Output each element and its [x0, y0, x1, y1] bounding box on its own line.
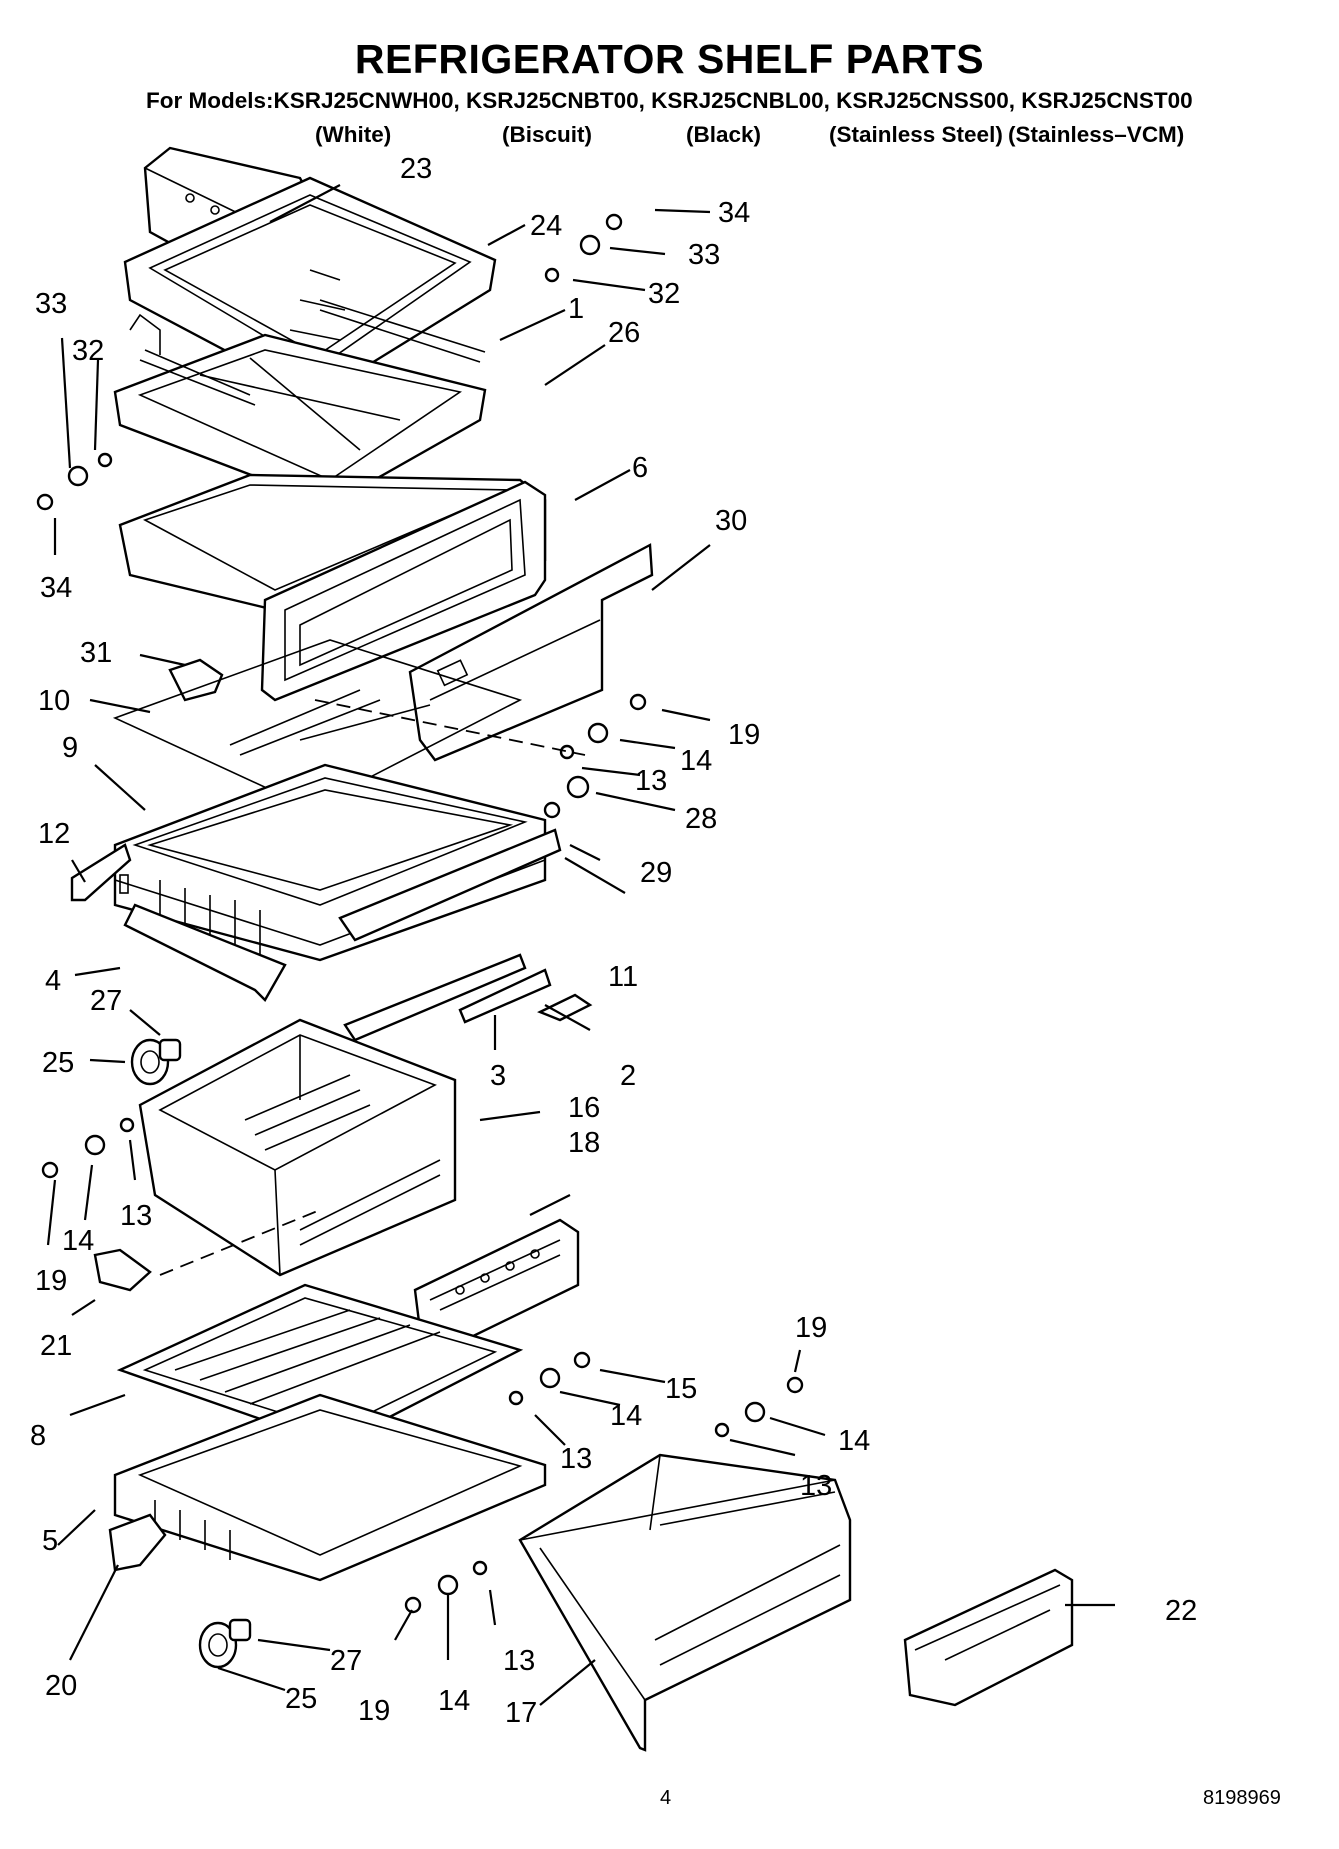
- part-label: 13: [120, 1200, 152, 1232]
- part-label: 11: [608, 961, 638, 993]
- part-label: 33: [35, 288, 67, 320]
- part-label: 13: [503, 1645, 535, 1677]
- part-label: 34: [718, 197, 750, 229]
- part-label: 4: [45, 965, 61, 997]
- hardware-fasteners: [36, 213, 804, 1614]
- part-label: 33: [688, 239, 720, 271]
- leader-lines: [46, 184, 1115, 1706]
- part-label: 17: [505, 1697, 537, 1729]
- part-labels: 23 24 34 33 32 1 26 33 32 6 30 34 31 10 …: [30, 153, 1197, 1729]
- part-label: 32: [72, 335, 104, 367]
- rail-lower-11: [343, 953, 527, 1042]
- part-label: 30: [715, 505, 747, 537]
- part-label: 8: [30, 1420, 46, 1452]
- crisper-drawer: [138, 1018, 457, 1277]
- part-label: 25: [42, 1047, 74, 1079]
- part-label: 2: [620, 1060, 636, 1092]
- part-label: 23: [400, 153, 432, 185]
- variant-biscuit: (Biscuit): [502, 122, 592, 147]
- part-label: 25: [285, 1683, 317, 1715]
- part-label: 32: [648, 278, 680, 310]
- part-label: 29: [640, 857, 672, 889]
- part-label: 10: [38, 685, 70, 717]
- part-label: 14: [680, 745, 712, 777]
- part-label: 19: [795, 1312, 827, 1344]
- variant-black: (Black): [686, 122, 762, 147]
- part-label: 21: [40, 1330, 72, 1362]
- part-label: 13: [635, 765, 667, 797]
- variant-white: (White): [315, 122, 392, 147]
- bracket-21: [93, 1248, 152, 1292]
- part-label: 16: [568, 1092, 600, 1124]
- alignment-line: [159, 1209, 321, 1276]
- part-label: 15: [665, 1373, 697, 1405]
- part-2: [537, 993, 593, 1022]
- end-cap-20: [108, 1513, 167, 1572]
- model-list: For Models:KSRJ25CNWH00, KSRJ25CNBT00, K…: [146, 88, 1193, 113]
- part-label: 19: [358, 1695, 390, 1727]
- part-label: 22: [1165, 1595, 1197, 1627]
- part-label: 14: [610, 1400, 642, 1432]
- part-label: 6: [632, 452, 648, 484]
- lower-drawer-front: [903, 1568, 1074, 1707]
- part-label: 12: [38, 818, 70, 850]
- deli-drawer: [118, 473, 547, 702]
- roller-lower: [198, 1618, 252, 1669]
- variant-stainless-vcm: (Stainless–VCM): [1008, 122, 1185, 147]
- part-label: 28: [685, 803, 717, 835]
- page-number: 4: [660, 1787, 672, 1809]
- part-label: 19: [35, 1265, 67, 1297]
- part-label: 18: [568, 1127, 600, 1159]
- part-label: 14: [62, 1225, 94, 1257]
- part-label: 13: [560, 1443, 592, 1475]
- roller-upper: [130, 1038, 182, 1086]
- slide-rail-left: [70, 843, 132, 902]
- top-shelf-frame: [123, 176, 497, 400]
- part-label: 27: [330, 1645, 362, 1677]
- part-label: 26: [608, 317, 640, 349]
- lower-drawer: [518, 1453, 852, 1752]
- crisper-drawer-front: [413, 1218, 580, 1342]
- part-label: 27: [90, 985, 122, 1017]
- clip-part: [168, 658, 224, 702]
- document-number: 8198969: [1203, 1787, 1281, 1809]
- part-label: 1: [568, 293, 584, 325]
- part-label: 19: [728, 719, 760, 751]
- alignment-line: [314, 699, 586, 756]
- part-drawings: [36, 146, 1074, 1752]
- variant-stainless-steel: (Stainless Steel): [829, 122, 1003, 147]
- page-title: REFRIGERATOR SHELF PARTS: [354, 36, 985, 82]
- part-label: 31: [80, 637, 112, 669]
- part-label: 5: [42, 1525, 58, 1557]
- rail-part-11: [338, 828, 562, 942]
- part-label: 9: [62, 732, 78, 764]
- rail-part-4: [123, 903, 287, 1002]
- part-label: 24: [530, 210, 562, 242]
- part-3: [458, 968, 552, 1024]
- rail-part: [129, 299, 486, 406]
- glass-shelf: [112, 639, 523, 809]
- part-label: 34: [40, 572, 72, 604]
- shelf-frame-middle: [113, 763, 547, 962]
- shelf-frame-lower: [113, 1393, 547, 1582]
- part-label: 20: [45, 1670, 77, 1702]
- part-label: 14: [438, 1685, 470, 1717]
- part-label: 13: [800, 1470, 832, 1502]
- part-label: 14: [838, 1425, 870, 1457]
- part-label: 3: [490, 1060, 506, 1092]
